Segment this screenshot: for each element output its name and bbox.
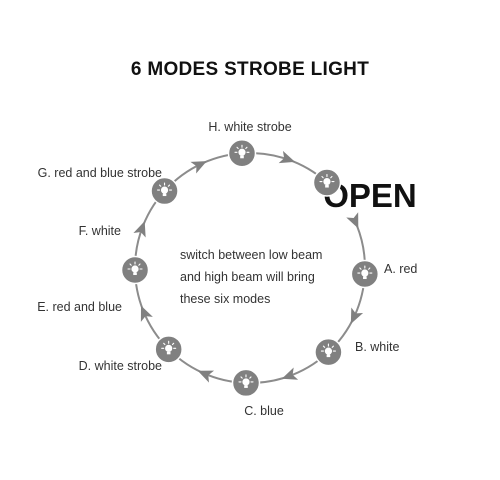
mode-label-f: F. white xyxy=(79,224,121,238)
flow-arrow-icon xyxy=(350,307,364,324)
mode-label-b: B. white xyxy=(355,340,400,354)
arrows-layer xyxy=(133,150,364,383)
mode-label-c: C. blue xyxy=(244,404,284,418)
flow-arrow-icon xyxy=(346,212,359,229)
flow-arrow-icon xyxy=(190,161,207,174)
nodes-layer xyxy=(120,139,380,398)
mode-node-d xyxy=(154,335,183,364)
flow-arrow-icon xyxy=(281,367,299,380)
mode-label-g: G. red and blue strobe xyxy=(38,166,162,180)
light-bulb-icon xyxy=(156,182,173,197)
mode-node-e xyxy=(120,255,150,285)
mode-label-h: H. white strobe xyxy=(208,120,291,134)
light-bulb-icon xyxy=(238,374,254,388)
center-text-line-1: switch between low beam xyxy=(180,248,322,262)
mode-node-c xyxy=(231,368,261,398)
light-bulb-icon xyxy=(357,265,373,280)
center-text-line-2: and high beam will bring xyxy=(180,270,315,284)
mode-label-d: D. white strobe xyxy=(79,359,162,373)
mode-node-a xyxy=(350,259,380,289)
light-bulb-icon xyxy=(319,173,335,188)
mode-node-f xyxy=(150,176,179,206)
diagram-title: 6 MODES STROBE LIGHT xyxy=(131,59,369,80)
light-bulb-icon xyxy=(161,340,177,355)
mode-node-h xyxy=(312,168,342,197)
flow-arrow-icon xyxy=(133,221,146,238)
flow-arrow-icon xyxy=(278,150,296,164)
mode-node-g xyxy=(227,139,257,168)
flow-arrow-icon xyxy=(140,305,153,322)
light-bulb-icon xyxy=(127,261,143,276)
light-bulb-icon xyxy=(234,144,250,159)
mode-node-b xyxy=(314,337,343,367)
light-bulb-icon xyxy=(320,343,336,358)
flow-arrow-icon xyxy=(197,370,215,383)
mode-label-a: A. red xyxy=(384,262,417,276)
mode-label-e: E. red and blue xyxy=(37,300,122,314)
center-text-line-3: these six modes xyxy=(180,292,270,306)
